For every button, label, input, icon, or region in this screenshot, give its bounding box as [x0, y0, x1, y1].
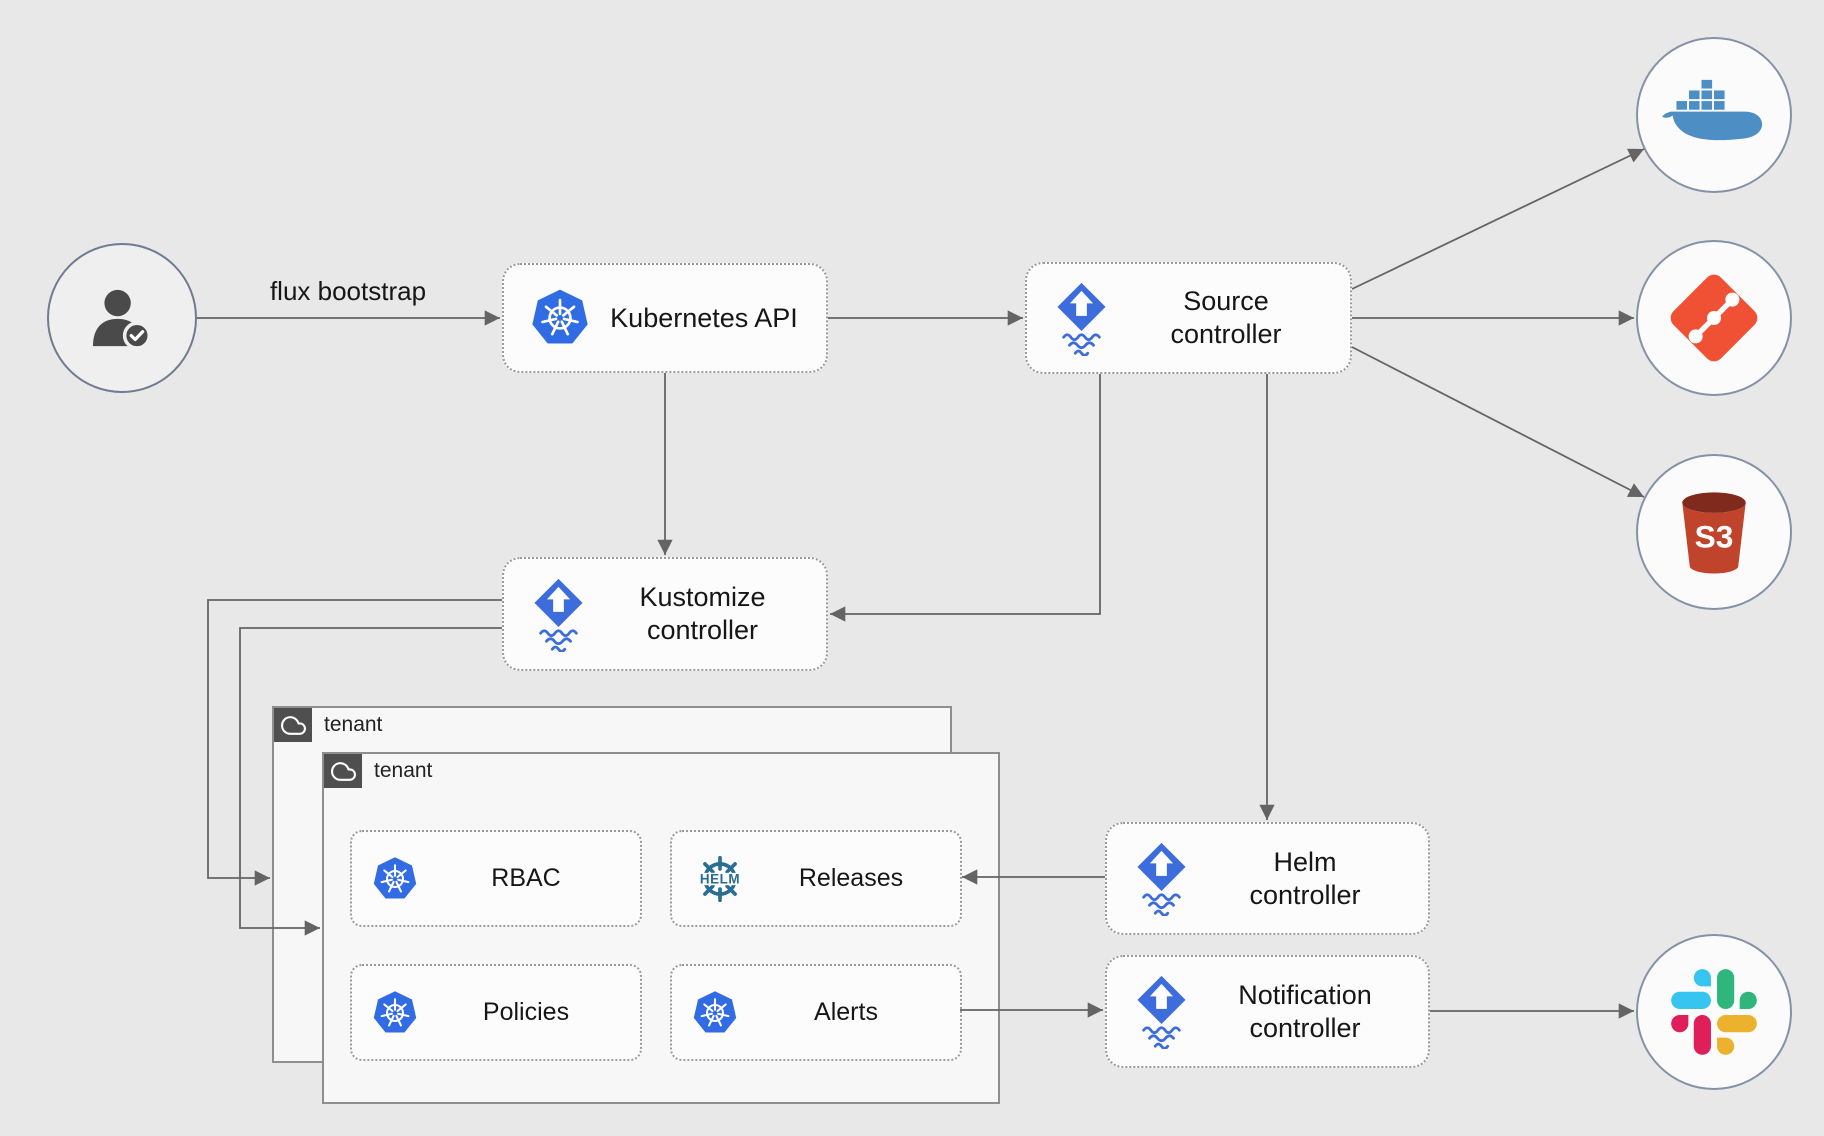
s3-icon: S3 [1682, 491, 1746, 574]
kustomize-controller-label: Kustomize controller [639, 582, 766, 645]
edge-source-to-s3 [1351, 346, 1645, 498]
flux-icon [530, 577, 587, 652]
notification-controller-label: Notification controller [1238, 979, 1372, 1043]
slack-node [1636, 934, 1792, 1090]
docker-registry-node [1636, 37, 1792, 193]
alerts-node: Alerts [670, 964, 962, 1061]
kubernetes-api-label: Kubernetes API [610, 302, 798, 333]
slack-icon [1671, 969, 1757, 1055]
s3-wordmark: S3 [1695, 518, 1734, 554]
helm-text-band [694, 872, 746, 885]
tenant-box-front: tenant RBAC HELM [322, 752, 1000, 1104]
tenant-front-title: tenant [374, 759, 433, 782]
kubernetes-api-node: Kubernetes API [502, 263, 828, 373]
s3-bucket-rim [1682, 491, 1746, 513]
docker-icon [1662, 79, 1763, 140]
edge-source-to-kustomize [830, 374, 1101, 622]
user-node [47, 243, 197, 393]
source-controller-label: Source controller [1170, 286, 1282, 349]
flux-icon [1053, 281, 1110, 356]
rbac-label: RBAC [491, 864, 561, 892]
cloud-icon [281, 713, 306, 738]
source-controller-node: Source controller [1025, 262, 1352, 374]
kustomize-controller-node: Kustomize controller [502, 557, 828, 671]
helm-icon: HELM [694, 855, 746, 902]
policies-node: Policies [350, 964, 642, 1061]
s3-bucket-node: S3 [1636, 454, 1792, 610]
tenant-back-tab [274, 708, 312, 742]
tenant-front-tab [324, 754, 362, 788]
git-branch-graph [1688, 292, 1740, 344]
releases-label: Releases [798, 864, 904, 892]
edge-source-to-docker [1351, 148, 1645, 290]
kubernetes-icon [530, 288, 590, 348]
helm-controller-node: Helm controller [1105, 822, 1430, 935]
kubernetes-icon [372, 990, 418, 1036]
alerts-label: Alerts [814, 998, 878, 1026]
flux-icon [1133, 841, 1190, 916]
git-repository-node [1636, 240, 1792, 396]
rbac-node: RBAC [350, 830, 642, 927]
kubernetes-icon [372, 856, 418, 902]
git-icon [1670, 274, 1758, 362]
kubernetes-icon [692, 990, 738, 1036]
flux-bootstrap-label: flux bootstrap [269, 276, 427, 306]
tenant-back-title: tenant [324, 713, 383, 736]
releases-node: HELM Releases [670, 830, 962, 927]
notification-controller-node: Notification controller [1105, 955, 1430, 1068]
s3-bucket-body [1682, 502, 1746, 574]
policies-label: Policies [482, 998, 570, 1026]
helm-wordmark: HELM [700, 871, 740, 886]
cloud-icon [331, 759, 356, 784]
user-check-icon [92, 289, 152, 350]
helm-controller-label: Helm controller [1249, 846, 1361, 910]
flux-icon [1133, 974, 1190, 1049]
check-mark [129, 330, 145, 342]
